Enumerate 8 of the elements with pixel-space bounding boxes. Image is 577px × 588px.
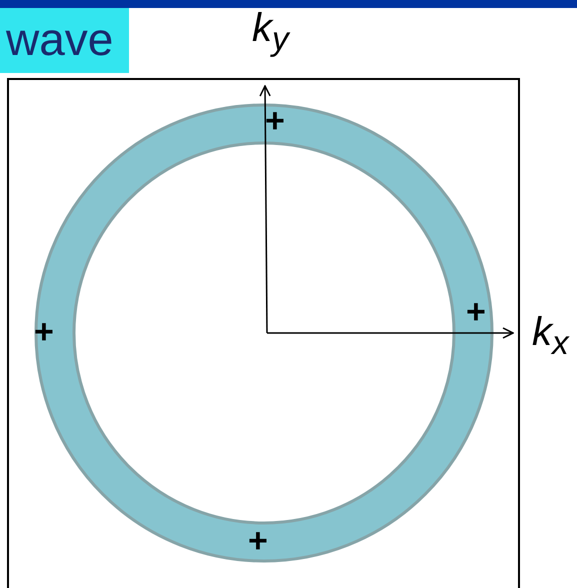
title-box bbox=[0, 8, 129, 73]
sign-mark: + bbox=[466, 295, 486, 329]
axis-label: k$_{y}$ bbox=[252, 8, 289, 56]
axis-label: k$_{x}$ bbox=[532, 312, 569, 360]
sign-mark: + bbox=[34, 315, 54, 349]
title-text: wave bbox=[6, 16, 114, 62]
sign-mark: + bbox=[265, 104, 285, 138]
sign-mark: + bbox=[248, 524, 268, 558]
